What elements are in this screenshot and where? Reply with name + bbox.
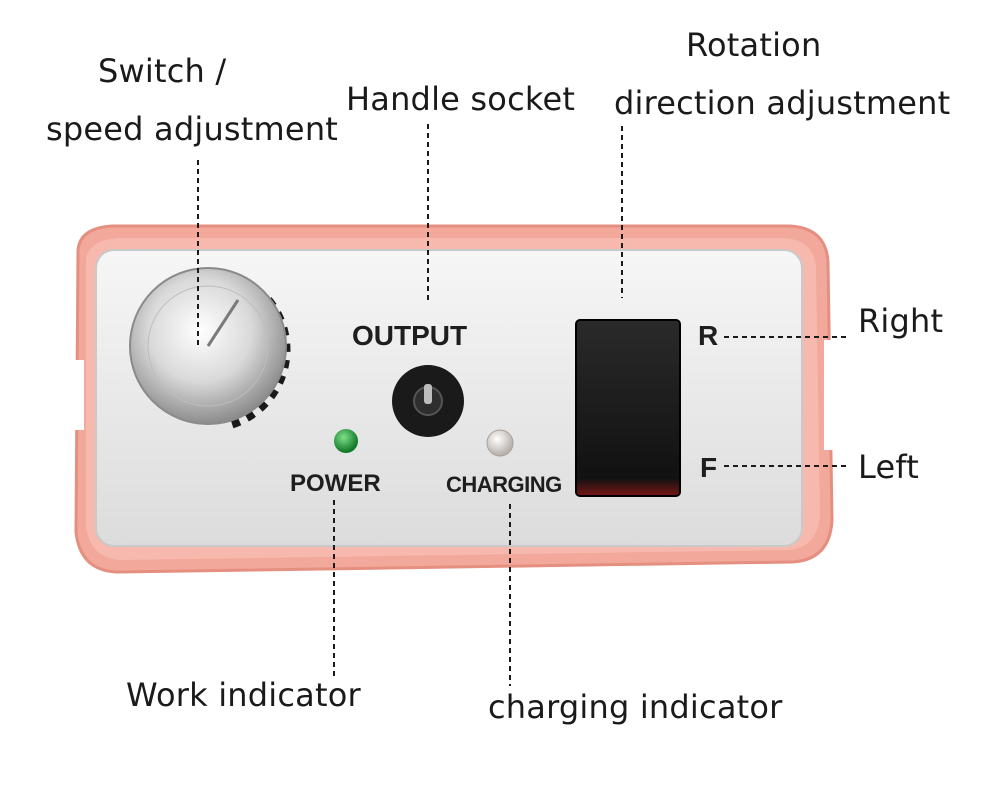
charging-led	[486, 429, 514, 457]
callout-right: Right	[858, 302, 944, 340]
panel-charging-label: CHARGING	[446, 472, 562, 497]
callout-handle-socket: Handle socket	[346, 80, 576, 118]
callout-left: Left	[858, 448, 920, 486]
panel-output-label: OUTPUT	[352, 320, 468, 351]
panel-f-label: F	[700, 452, 718, 483]
callout-work-indicator: Work indicator	[126, 676, 361, 714]
callout-switch-line2: speed adjustment	[46, 110, 339, 148]
callout-switch-line1: Switch /	[98, 52, 227, 90]
callout-charging-indicator: charging indicator	[488, 688, 783, 726]
housing-notch-right	[824, 340, 838, 450]
power-led	[334, 429, 358, 453]
panel-r-label: R	[698, 320, 719, 351]
panel-power-label: POWER	[290, 470, 381, 497]
callout-rotation-line2: direction adjustment	[614, 84, 951, 122]
handle-socket[interactable]	[392, 365, 464, 437]
speed-knob[interactable]	[129, 267, 287, 425]
housing-notch-left	[68, 360, 84, 430]
direction-switch[interactable]	[575, 319, 681, 497]
callout-rotation-line1: Rotation	[686, 26, 822, 64]
leader-lines	[197, 124, 846, 686]
